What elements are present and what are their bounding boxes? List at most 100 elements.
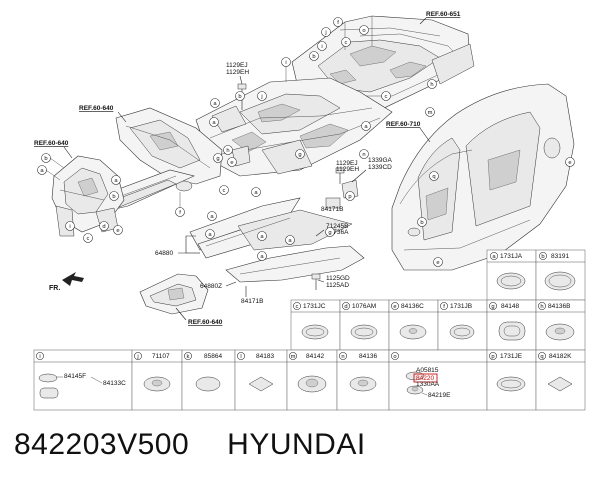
part-label-64880: 64880 [155,250,173,257]
front-label: FR. [49,285,60,292]
callout-a-dash2: a [212,120,216,126]
callout-b-dash: b [238,94,241,100]
table-part-a05815: A05815 [416,367,439,374]
callout-letter: m [291,354,296,360]
ref-60-640-c: REF.60-640 [188,319,223,326]
callout-letter: i [39,354,40,360]
callout-c-dash: c [223,188,226,194]
callout-e-dash: e [230,160,233,166]
callout-n-center: n [362,152,365,158]
callout-a-center: a [364,124,368,130]
callout-letter: o [393,354,396,360]
ref-60-640-a: REF.60-640 [79,105,114,112]
table-part-1731jb: 1731JB [450,303,472,310]
callout-letter: l [240,354,241,360]
part-label-1129eh-2: 1129EH [336,166,359,173]
callout-letter: q [540,354,543,360]
side-outer-panel [391,83,575,271]
callout-a-dash: a [213,101,217,107]
part-label-84171b-2: 84171B [241,298,263,305]
ref-60-651: REF.60-651 [426,11,461,18]
callout-a-cover2: a [208,232,212,238]
callout-i-rear: i [321,44,322,50]
callout-h: h [226,148,229,154]
callout-letter: n [341,354,344,360]
callout-c: c [87,236,90,242]
callout-f-rear: f [337,20,339,26]
table-part-84219e: 84219E [428,392,451,399]
callout-j-rear: j [324,30,326,36]
table-part-84136c: 84136C [401,303,424,310]
callout-p: p [348,194,351,200]
floor-side-cover [139,273,209,315]
callout-b-side: b [420,220,423,226]
part-number: 842203V500 [14,428,190,461]
table-part-84148: 84148 [501,303,519,310]
part-label-1129ej-2: 1129EJ [336,160,358,167]
callout-a-cover3: a [260,234,264,240]
table-part-1076am: 1076AM [352,303,376,310]
part-label-64880z: 64880Z [200,283,222,290]
callout-f: f [179,210,181,216]
table-part-84182k: 84182K [549,353,572,360]
callout-letter: g [491,304,494,310]
callout-a-cover4: a [288,238,292,244]
dash-panel [115,107,223,192]
front-direction-arrow: FR. [49,272,84,292]
ref-60-710: REF.60-710 [386,121,421,128]
callout-b-left2: b [112,194,115,200]
under-cover-64880 [189,197,353,259]
callout-m-rear: m [428,110,433,116]
callout-b: b [44,156,47,162]
callout-c-rear2: c [385,94,388,100]
callout-letter: c [296,304,299,310]
callout-h-rear: h [430,82,433,88]
table-part-84183: 84183 [256,353,274,360]
part-label-71245b: 71245B [326,223,348,230]
callout-letter: d [344,304,347,310]
table-part-1330aa: 1330AA [416,381,440,388]
table-part-84136b: 84136B [548,303,570,310]
callout-q: q [432,174,435,180]
callout-markers: b a c d e i b a f a a g e c a b h i b j … [37,17,575,267]
table-part-71107: 71107 [152,353,170,360]
under-cover-64880z [225,245,365,283]
table-part-84136: 84136 [359,353,377,360]
parts-table: a 1731JA b 83191 c 1731JC d 1076AM e 841… [33,249,586,411]
front-apron-assembly [51,155,125,237]
part-label-1129ej: 1129EJ [226,62,248,69]
callout-a-cover: a [210,214,214,220]
callout-letter: j [136,354,138,360]
highlighted-part-box [413,373,438,383]
callout-letter: h [540,304,543,310]
callout-e: e [116,228,119,234]
callout-d: d [102,224,105,230]
table-part-1731je: 1731JE [500,353,523,360]
callout-letter: f [443,304,445,310]
part-label-66736a: 66736A [326,229,349,236]
part-label-1129eh: 1129EH [226,69,249,76]
callout-letter: p [491,354,494,360]
callout-g-cover: g [328,230,331,236]
table-part-1731jc: 1731JC [303,303,326,310]
callout-letter: b [541,254,544,260]
callout-g: g [216,156,219,162]
part-label-1125ad: 1125AD [326,282,349,289]
callout-j: j [260,94,262,100]
callout-letter: e [393,304,396,310]
callout-i-left: i [69,224,70,230]
table-part-83191: 83191 [551,253,569,260]
exploded-parts-diagram: FR. REF.60-651 REF.60-640 REF.60-640 REF… [33,11,586,411]
callout-c-rear: c [345,40,348,46]
callout-a-dash3: a [254,190,258,196]
table-part-84133c: 84133C [103,380,126,387]
callout-a-left2: a [114,178,118,184]
part-label-84171b: 84171B [321,206,343,213]
table-part-1731ja: 1731JA [500,253,523,260]
table-part-84142: 84142 [306,353,324,360]
callout-a-cover5: a [260,254,264,260]
table-part-85864: 85864 [204,353,222,360]
callout-e-side2: e [568,160,571,166]
